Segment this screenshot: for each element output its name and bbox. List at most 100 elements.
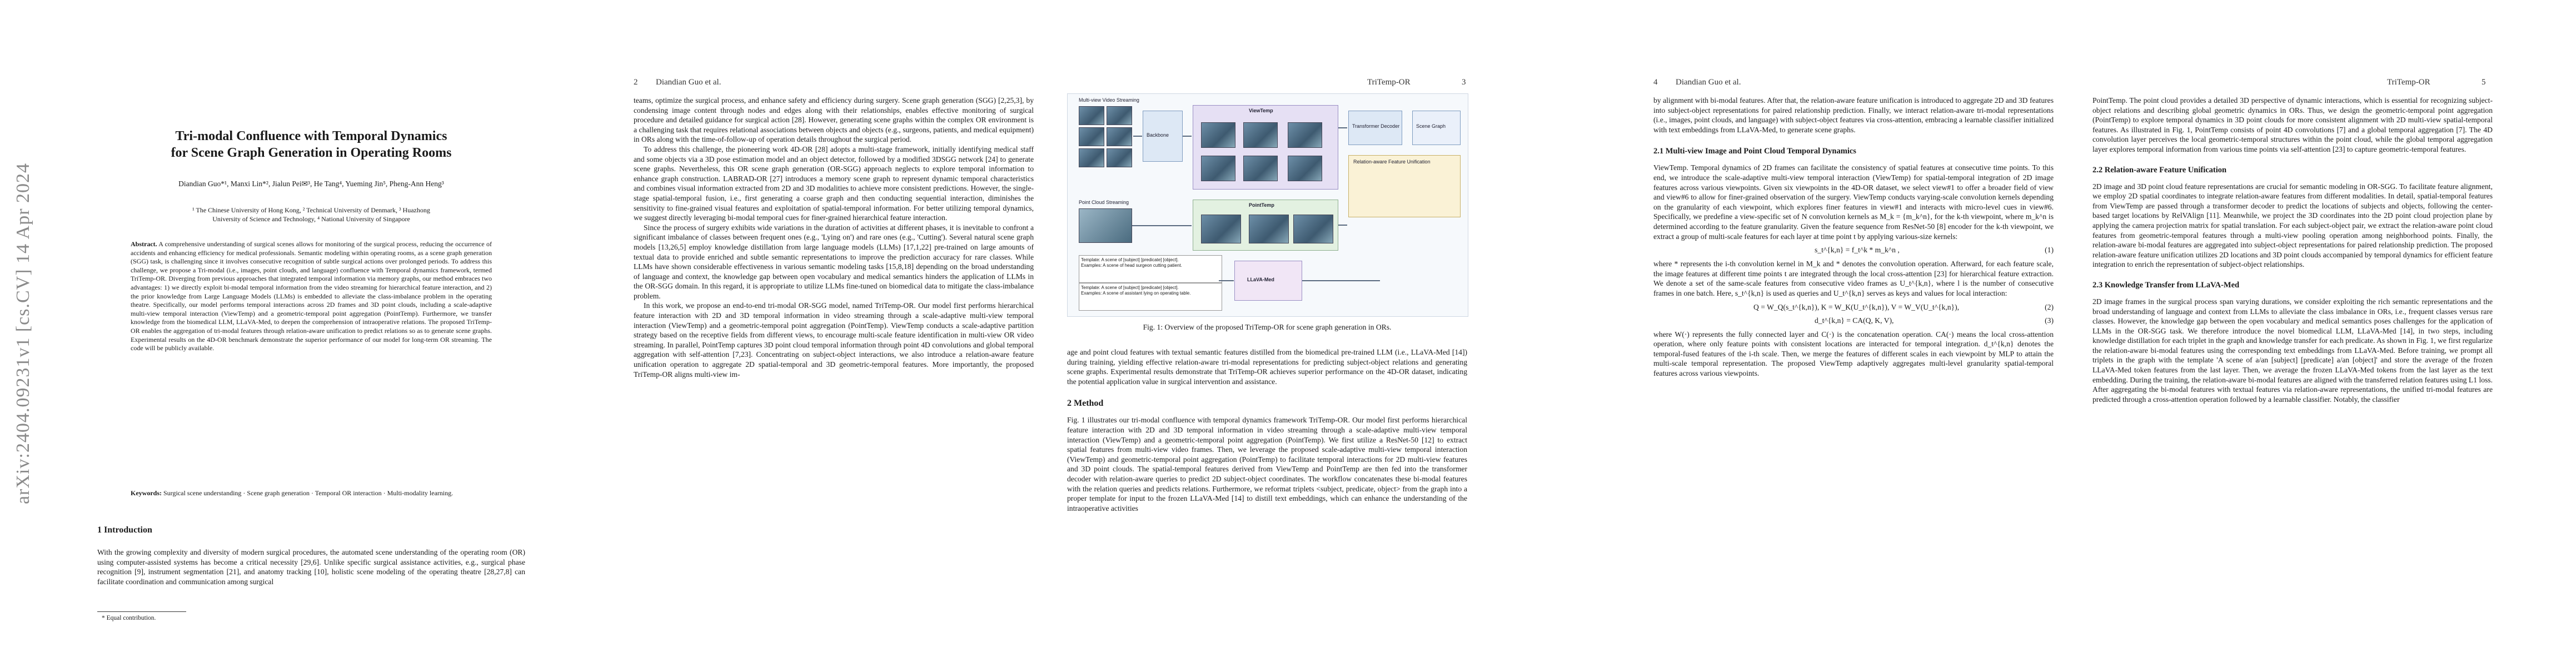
page2-right-column: age and point cloud features with textua…: [1067, 347, 1467, 513]
keywords: Keywords: Surgical scene understanding ·…: [131, 489, 492, 498]
subsection-2-1: 2.1 Multi-view Image and Point Cloud Tem…: [1653, 147, 1856, 156]
title-block: Tri-modal Confluence with Temporal Dynam…: [97, 128, 525, 161]
keywords-text: Surgical scene understanding · Scene gra…: [163, 489, 454, 497]
paragraph: teams, optimize the surgical process, an…: [634, 96, 1034, 144]
feature-map-image: [1288, 122, 1322, 148]
feature-map-image: [1201, 122, 1235, 148]
paragraph: 2D image frames in the surgical process …: [2092, 297, 2493, 404]
figure-label: ViewTemp: [1249, 108, 1273, 113]
running-head-authors: Diandian Guo et al.: [656, 78, 721, 87]
flow-arrow: [1133, 136, 1142, 137]
arxiv-stamp: arXiv:2404.09231v1 [cs.CV] 14 Apr 2024: [12, 106, 34, 561]
keywords-label: Keywords:: [131, 489, 162, 497]
equation-body: Q = W_Q(s_t^{k,n}), K = W_K(U_t^{k,n}), …: [1753, 302, 1960, 311]
template-box: Template: A scene of [subject] [predicat…: [1079, 255, 1222, 283]
page4-column: by alignment with bi-modal features. Aft…: [1653, 96, 2054, 378]
figure-label: Point Cloud Streaming: [1079, 200, 1129, 205]
page-1: Tri-modal Confluence with Temporal Dynam…: [97, 0, 525, 667]
flow-arrow: [1183, 136, 1192, 137]
paragraph: age and point cloud features with textua…: [1067, 348, 1467, 386]
video-frame-image: [1107, 106, 1132, 125]
viewtemp-block: ViewTemp: [1193, 105, 1338, 190]
page2-left-column: teams, optimize the surgical process, an…: [634, 96, 1034, 379]
video-frame-image: [1107, 127, 1132, 146]
paragraph: 2D image and 3D point cloud feature repr…: [2092, 182, 2493, 269]
page5-column: PointTemp. The point cloud provides a de…: [2092, 96, 2493, 404]
authors: Diandian Guo*¹, Manxi Lin*², Jialun Pei✉…: [178, 180, 444, 188]
paragraph: ViewTemp. Temporal dynamics of 2D frames…: [1653, 163, 2054, 241]
equation-3: d_t^{k,n} = CA(Q, K, V), (3): [1653, 316, 2054, 325]
arxiv-id: arXiv:2404.09231v1 [cs.CV] 14 Apr 2024: [13, 162, 33, 505]
equation-number: (2): [2045, 302, 2054, 311]
video-frame-image: [1079, 106, 1104, 125]
section-introduction: 1 Introduction: [97, 525, 152, 535]
feature-map-image: [1288, 156, 1322, 181]
flow-arrow: [1219, 280, 1234, 281]
figure-caption: Fig. 1: Overview of the proposed TriTemp…: [1143, 323, 1392, 331]
flow-arrow: [1338, 225, 1347, 226]
figure-label: Multi-view Video Streaming: [1079, 97, 1139, 103]
template-example: Examples: A scene of head surgeon cuttin…: [1081, 263, 1182, 268]
feature-map-image: [1243, 122, 1278, 148]
paper-title-line1: Tri-modal Confluence with Temporal Dynam…: [175, 129, 447, 143]
equation-body: d_t^{k,n} = CA(Q, K, V),: [1815, 316, 1894, 325]
page-2-3-spread: 2 Diandian Guo et al. TriTemp-OR 3 teams…: [634, 0, 1473, 667]
affiliation-line2: University of Science and Technology, ⁴ …: [212, 215, 410, 223]
equation-body: s_t^{k,n} = f_t^k * m_k^n ,: [1815, 246, 1900, 255]
figure-label: Scene Graph: [1416, 123, 1446, 129]
paper-title-line2: for Scene Graph Generation in Operating …: [171, 146, 452, 160]
page-number-4: 4: [1653, 78, 1658, 87]
subsection-2-3: 2.3 Knowledge Transfer from LLaVA-Med: [2092, 280, 2240, 290]
point-cloud-image: [1079, 208, 1132, 243]
abstract: Abstract. A comprehensive understanding …: [131, 240, 492, 353]
pointtemp-block: PointTemp: [1193, 200, 1338, 251]
equation-number: (1): [2045, 246, 2054, 255]
decoder-block: Transformer Decoder: [1348, 111, 1402, 145]
feature-map-image: [1243, 156, 1278, 181]
template-box: Template: A scene of [subject] [predicat…: [1079, 283, 1222, 311]
abstract-label: Abstract.: [131, 240, 157, 248]
section-method: 2 Method: [1067, 399, 1104, 409]
running-head-title: TriTemp-OR: [2387, 78, 2430, 87]
figure-label: Backbone: [1147, 132, 1169, 138]
figure-label: LLaVA-Med: [1247, 277, 1274, 282]
unification-block: Relation-aware Feature Unification: [1348, 155, 1461, 217]
figure-label: Relation-aware Feature Unification: [1353, 159, 1431, 165]
point-feature-image: [1201, 215, 1241, 243]
affiliations: ¹ The Chinese University of Hong Kong, ²…: [119, 206, 503, 223]
flow-arrow: [1132, 225, 1192, 226]
flow-arrow: [1338, 127, 1347, 128]
template-text: Template: A scene of [subject] [predicat…: [1081, 285, 1179, 290]
running-head-authors: Diandian Guo et al.: [1676, 78, 1741, 87]
point-feature-image: [1293, 215, 1333, 243]
template-text: Template: A scene of [subject] [predicat…: [1081, 257, 1179, 262]
intro-paragraph: With the growing complexity and diversit…: [97, 548, 525, 586]
page-number-3: 3: [1462, 78, 1466, 87]
affiliation-line1: ¹ The Chinese University of Hong Kong, ²…: [192, 206, 430, 214]
abstract-text: A comprehensive understanding of surgica…: [131, 240, 492, 352]
flow-arrow: [1302, 280, 1380, 281]
paragraph: where * represents the i-th convolution …: [1653, 260, 2054, 297]
video-frame-image: [1079, 148, 1104, 167]
llava-med-block: LLaVA-Med: [1234, 261, 1302, 301]
paragraph: To address this challenge, the pioneerin…: [634, 145, 1034, 222]
footnote-rule: [97, 611, 186, 612]
equation-1: s_t^{k,n} = f_t^k * m_k^n , (1): [1653, 246, 2054, 255]
video-frame-image: [1079, 127, 1104, 146]
page-number-2: 2: [634, 78, 638, 87]
page-4-5-spread: 4 Diandian Guo et al. TriTemp-OR 5 by al…: [1653, 0, 2493, 667]
video-frame-image: [1107, 148, 1132, 167]
scene-graph-block: Scene Graph: [1412, 111, 1461, 145]
paragraph: Since the process of surgery exhibits wi…: [634, 223, 1034, 300]
paragraph: PointTemp. The point cloud provides a de…: [2092, 96, 2493, 153]
equation-2: Q = W_Q(s_t^{k,n}), K = W_K(U_t^{k,n}), …: [1653, 303, 2054, 312]
footnote: * Equal contribution.: [102, 615, 156, 621]
equation-number: (3): [2045, 316, 2054, 325]
template-example: Examples: A scene of assistant lying on …: [1081, 291, 1191, 296]
figure-label: Transformer Decoder: [1352, 123, 1400, 129]
page-number-5: 5: [2482, 78, 2486, 87]
figure-label: PointTemp: [1249, 202, 1274, 208]
paragraph: In this work, we propose an end-to-end t…: [634, 301, 1034, 379]
running-head-title: TriTemp-OR: [1367, 78, 1411, 87]
backbone-block: Backbone: [1143, 111, 1183, 162]
